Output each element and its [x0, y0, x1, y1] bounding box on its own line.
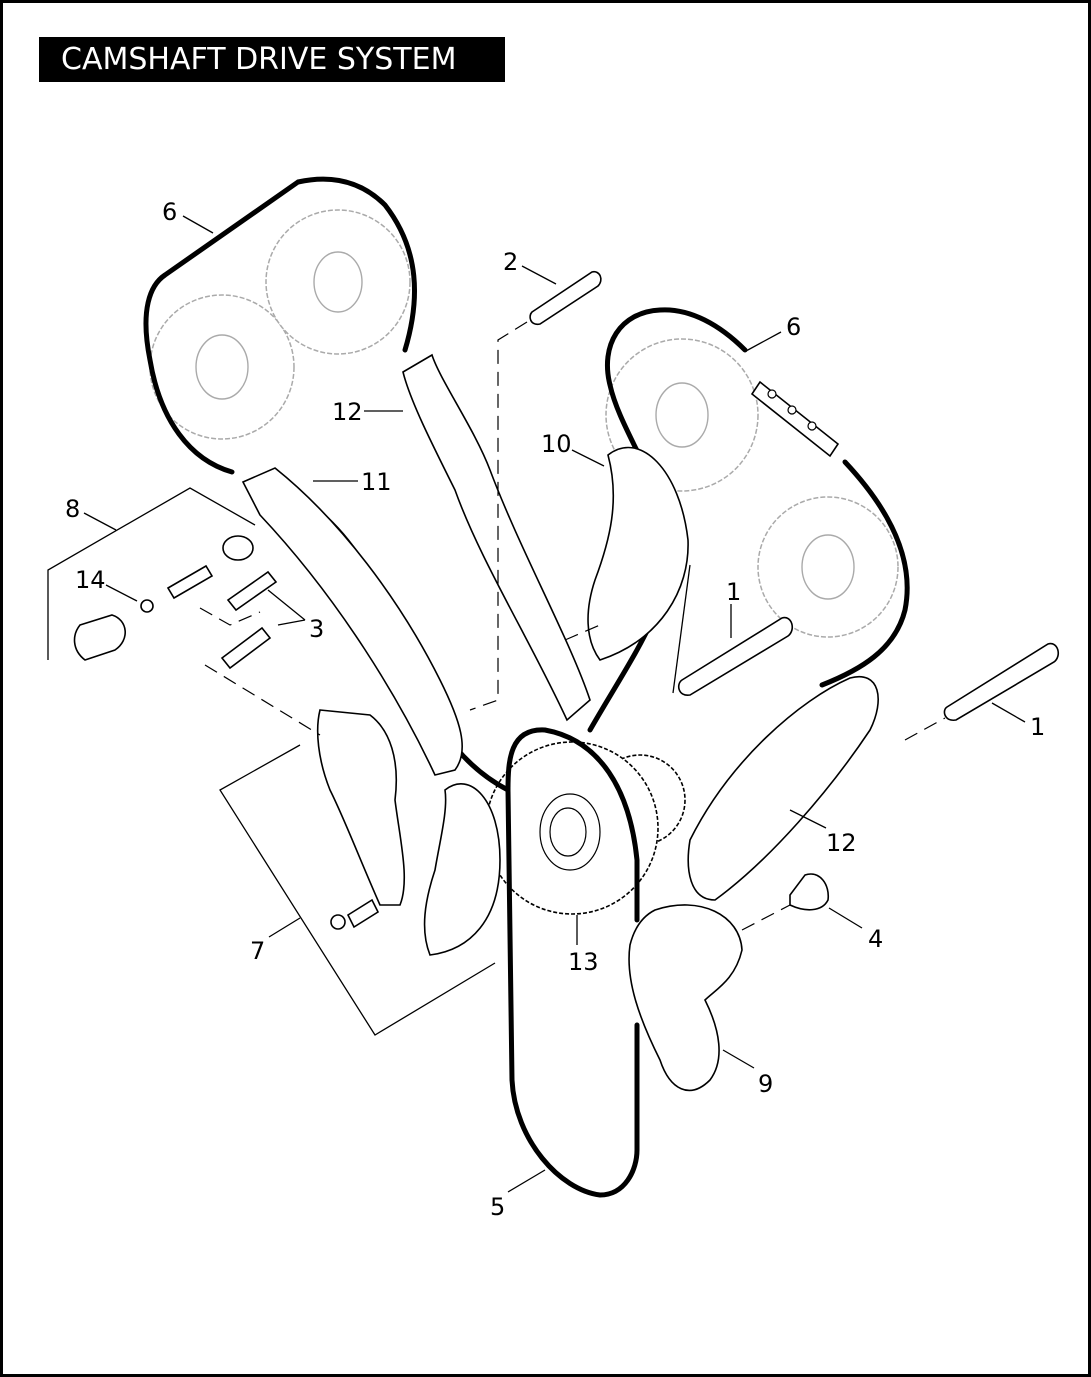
callout-12-upper-guide: 12	[332, 398, 363, 426]
chain-guide-12-lower	[687, 675, 879, 901]
callout-6-rear-chain: 6	[162, 198, 177, 226]
dowel-pin-1-middle	[677, 616, 794, 696]
bracket-7	[219, 744, 496, 1036]
callout-6-front-chain: 6	[786, 313, 801, 341]
tensioner-shoe-lower-left	[423, 783, 501, 956]
tensioner-assembly-7	[316, 709, 406, 906]
bracket-8	[47, 487, 256, 660]
tensioner-9	[628, 904, 743, 1092]
callout-10-shoe: 10	[541, 430, 572, 458]
callout-8-plug-assembly: 8	[65, 495, 80, 523]
title-bar: CAMSHAFT DRIVE SYSTEM	[39, 37, 505, 82]
callout-14: 14	[75, 566, 106, 594]
leader-lines	[83, 215, 1026, 1193]
chain-link-detail	[750, 380, 840, 458]
callout-9-tensioner: 9	[758, 1070, 773, 1098]
dowel-pin-2	[529, 270, 602, 326]
rear-cam-chain	[143, 176, 418, 475]
callout-12-lower-guide: 12	[826, 829, 857, 857]
callout-1-pin-right: 1	[1030, 713, 1045, 741]
callout-1-pin-middle: 1	[726, 578, 741, 606]
callout-7-tensioner-assembly: 7	[250, 937, 265, 965]
bolt-4	[789, 873, 830, 911]
washer-pin-7	[330, 898, 380, 930]
callout-4-bolt: 4	[868, 925, 883, 953]
callout-3-bolts: 3	[309, 615, 324, 643]
tensioner-plug-8	[73, 535, 254, 661]
chain-guide-12-upper	[402, 353, 591, 722]
callout-11-guide: 11	[361, 468, 392, 496]
callout-2-dowel-pin: 2	[503, 248, 518, 276]
bolts-3	[220, 570, 278, 670]
tensioner-shoe-10	[587, 446, 689, 661]
page-title: CAMSHAFT DRIVE SYSTEM	[61, 42, 457, 77]
callout-5-primary-chain: 5	[490, 1193, 505, 1221]
dowel-pin-1-right	[943, 642, 1060, 721]
callout-13-sprocket: 13	[568, 948, 599, 976]
rear-cam-sprockets	[149, 209, 411, 440]
crankshaft-sprocket	[485, 741, 686, 915]
chain-guide-11	[241, 467, 463, 776]
